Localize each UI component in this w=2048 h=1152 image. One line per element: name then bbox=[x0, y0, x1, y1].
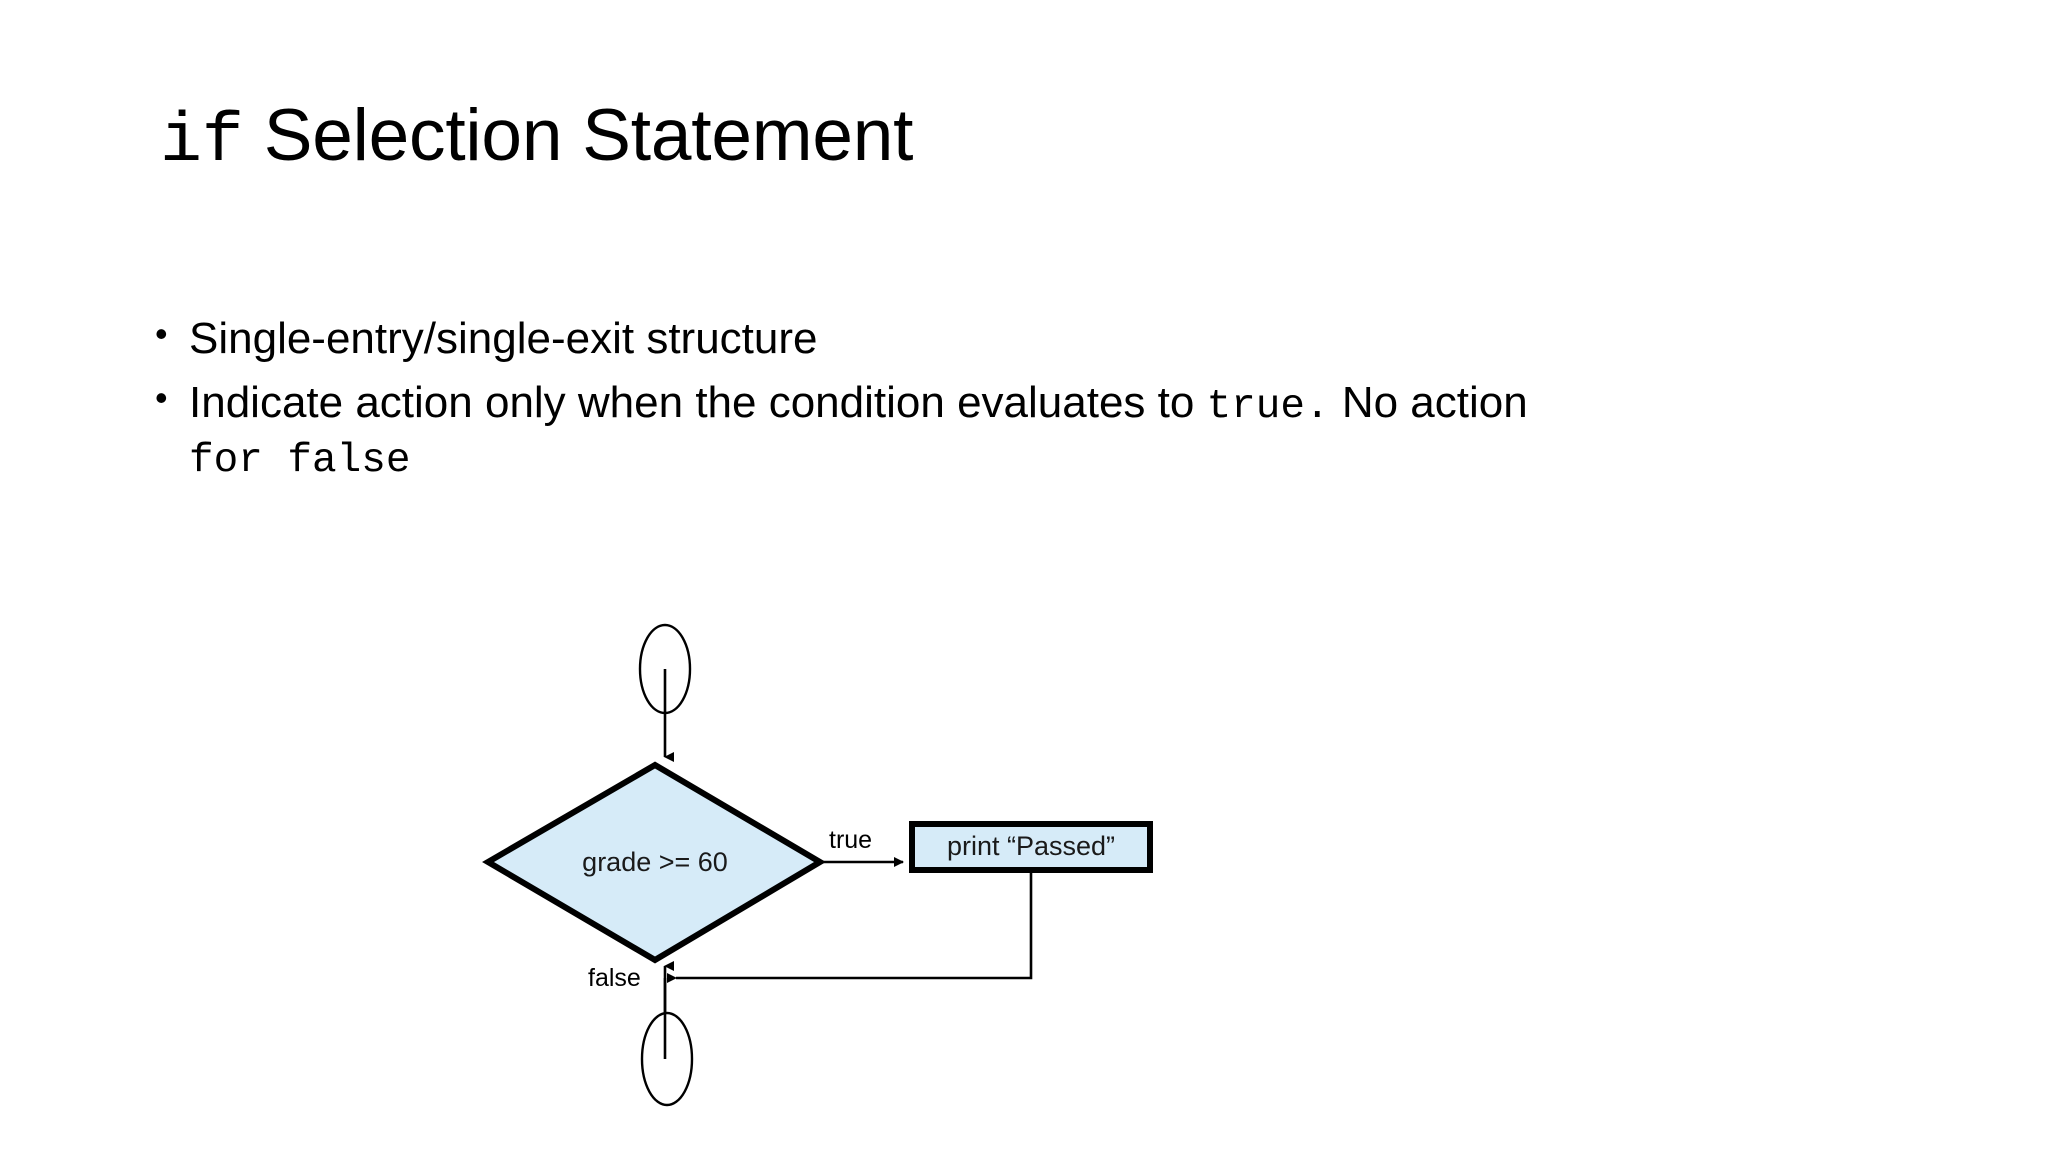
list-item: • Single-entry/single-exit structure bbox=[155, 310, 1945, 368]
bullet-list: • Single-entry/single-exit structure • I… bbox=[155, 310, 1945, 494]
bullet-code-true: true. bbox=[1206, 384, 1330, 431]
page-title: if Selection Statement bbox=[160, 95, 914, 182]
page-title-rest: Selection Statement bbox=[243, 95, 914, 176]
bullet-marker-icon: • bbox=[155, 377, 168, 419]
action-node-label: print “Passed” bbox=[947, 831, 1115, 861]
edge-label-false: false bbox=[588, 964, 641, 992]
edge-action-to-merge bbox=[667, 870, 1033, 983]
flowchart-diagram: grade >= 60 true print “Passed” false bbox=[420, 600, 1280, 1140]
bullet-text-1: Single-entry/single-exit structure bbox=[189, 314, 818, 363]
bullet-code-false: for false bbox=[189, 438, 411, 485]
bullet-text-2: Indicate action only when the condition … bbox=[189, 374, 1945, 488]
bullet-text-2-part-b: No action bbox=[1329, 378, 1528, 428]
page-title-keyword: if bbox=[160, 103, 244, 182]
bullet-marker-icon: • bbox=[155, 313, 168, 354]
decision-node-label: grade >= 60 bbox=[582, 847, 728, 877]
edge-label-true: true bbox=[829, 826, 872, 854]
end-connector-node bbox=[640, 1011, 694, 1107]
list-item: • Indicate action only when the conditio… bbox=[155, 374, 1945, 488]
bullet-text-2-part-a: Indicate action only when the condition … bbox=[189, 378, 1207, 428]
decision-node bbox=[482, 761, 826, 964]
